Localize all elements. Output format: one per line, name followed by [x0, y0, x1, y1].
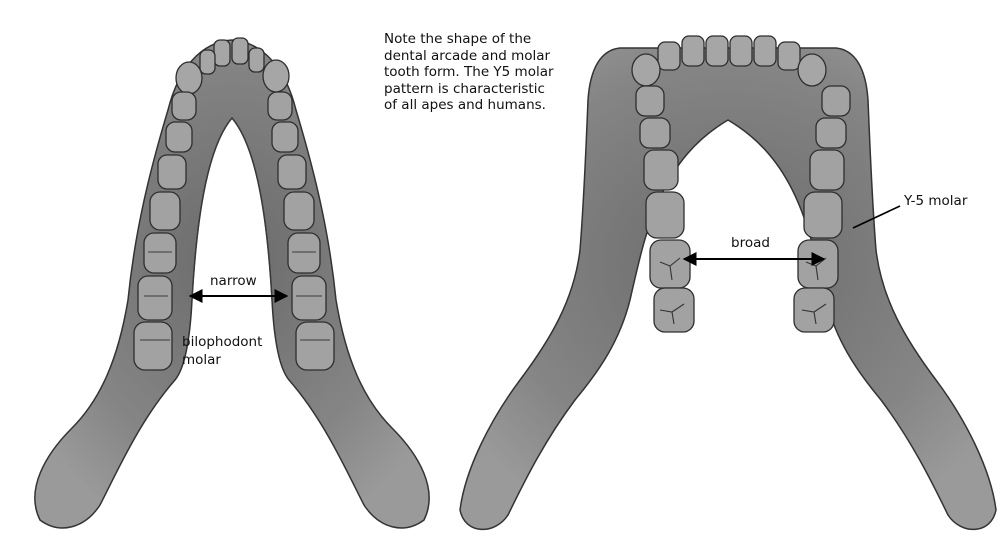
y5-molar-label: Y-5 molar	[904, 193, 967, 210]
narrow-arcade-label: narrow	[210, 273, 257, 290]
bilophodont-molar-label: bilophodont molar	[182, 333, 262, 369]
broad-arcade-label: broad	[731, 235, 770, 252]
explanatory-note: Note the shape of the dental arcade and …	[384, 31, 584, 114]
right-mandible-bone	[460, 48, 996, 529]
